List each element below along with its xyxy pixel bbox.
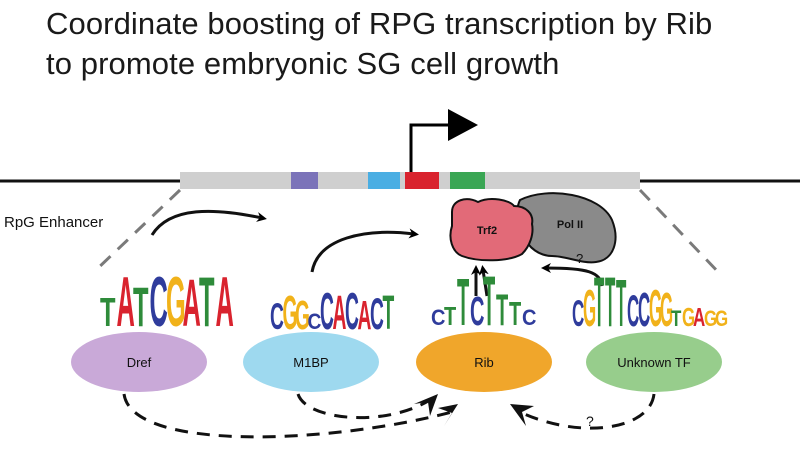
tss-arrow-stem <box>409 123 452 172</box>
m1bp-oval <box>243 332 379 392</box>
unknown-interaction-mark-lower: ? <box>586 413 594 429</box>
unknown_tf-logo-letter: A <box>693 302 705 332</box>
dref-logo-letter: T <box>133 277 149 339</box>
m1bp-logo-letter: A <box>333 286 347 340</box>
m1bp-logo-letter: C <box>270 296 284 337</box>
rib-label: Rib <box>474 355 494 370</box>
m1bp-logo-letter: C <box>345 283 359 341</box>
trf2-shape <box>449 198 534 262</box>
m1bp-to-rib-arrowhead <box>414 394 438 416</box>
unknown_tf-logo-letter: G <box>649 280 662 338</box>
m1bp-label: M1BP <box>293 355 328 370</box>
rib-logo-letter: C <box>470 288 484 334</box>
rib-logo-letter: C <box>522 306 536 330</box>
unknown_tf-logo-letter: T <box>605 261 615 341</box>
dref-label: Dref <box>127 355 152 370</box>
dref-logo-letter: C <box>150 263 168 342</box>
unknown_tf-logo-letter: T <box>594 261 604 341</box>
m1bp-logo-letter: C <box>308 310 322 335</box>
unknowntf-to-rib-dashed <box>519 393 656 430</box>
zoom-line-left <box>94 188 182 272</box>
unknown_tf-logo-letter: C <box>627 286 639 336</box>
unknown_tf-logo-letter: T <box>616 267 626 341</box>
tss-arrow-head <box>448 109 478 141</box>
promoter-element-blue <box>368 172 400 189</box>
dref-oval <box>71 332 207 392</box>
rib-logo-letter: C <box>431 306 445 330</box>
m1bp-logo-letter: C <box>370 290 384 339</box>
figure-title-line-2: to promote embryonic SG cell growth <box>46 46 560 81</box>
unknown_tf-logo-letter: G <box>715 307 728 332</box>
rib-logo-letter: T <box>509 295 521 333</box>
dref-logo-letter: T <box>199 263 215 342</box>
m1bp-logo-letter: T <box>383 286 395 340</box>
unknown_tf-logo-letter: G <box>583 280 596 338</box>
unknowntf-label: Unknown TF <box>617 355 691 370</box>
dref-activation-arrow <box>150 209 267 236</box>
promoter-element-red <box>405 172 439 189</box>
unknown_tf-logo-letter: G <box>682 302 695 332</box>
pol2-label: Pol II <box>557 219 583 231</box>
m1bp-logo-letter: C <box>320 283 334 341</box>
rib-oval <box>416 332 552 392</box>
dref-to-rib-arrowhead <box>438 404 458 426</box>
dref-logo-letter: A <box>183 265 201 340</box>
rib-logo-letter: T <box>444 301 456 330</box>
zoom-line-right <box>638 188 724 278</box>
unknown_tf-logo-letter: C <box>638 282 650 337</box>
m1bp-logo-letter: G <box>283 286 298 340</box>
m1bp-logo-letter: G <box>295 292 310 338</box>
unknown_tf-logo-letter: C <box>572 294 584 335</box>
m1bp-logo-letter: A <box>358 292 372 338</box>
rib-logo-letter: T <box>483 262 495 341</box>
trf2-label: Trf2 <box>477 225 497 237</box>
enhancer-label: RpG Enhancer <box>4 214 103 231</box>
unknown_tf-logo-letter: G <box>704 307 717 332</box>
promoter-element-purple <box>291 172 318 189</box>
dref-to-rib-dashed <box>122 393 453 439</box>
dref-logo-letter: A <box>216 263 234 342</box>
rib-logo-letter: T <box>496 286 508 335</box>
rib-to-trf2-arrow-b <box>478 265 489 297</box>
unknown_tf-logo-letter: T <box>671 307 681 332</box>
unknowntf-to-pol2-arrow <box>541 263 604 287</box>
m1bp-activation-arrow <box>310 228 419 273</box>
dref-logo-letter: A <box>117 263 135 342</box>
figure-title-line-1: Coordinate boosting of RPG transcription… <box>46 6 713 41</box>
unknowntf-to-rib-arrowhead <box>510 404 534 426</box>
promoter-element-green <box>450 172 485 189</box>
unknowntf-oval <box>586 332 722 392</box>
dref-logo-letter: T <box>100 290 116 336</box>
dref-logo-letter: G <box>166 263 186 342</box>
m1bp-to-rib-dashed <box>296 393 431 420</box>
rib-logo-letter: T <box>457 264 469 340</box>
unknown-interaction-mark-upper: ? <box>576 251 583 266</box>
unknown_tf-logo-letter: G <box>660 282 673 337</box>
